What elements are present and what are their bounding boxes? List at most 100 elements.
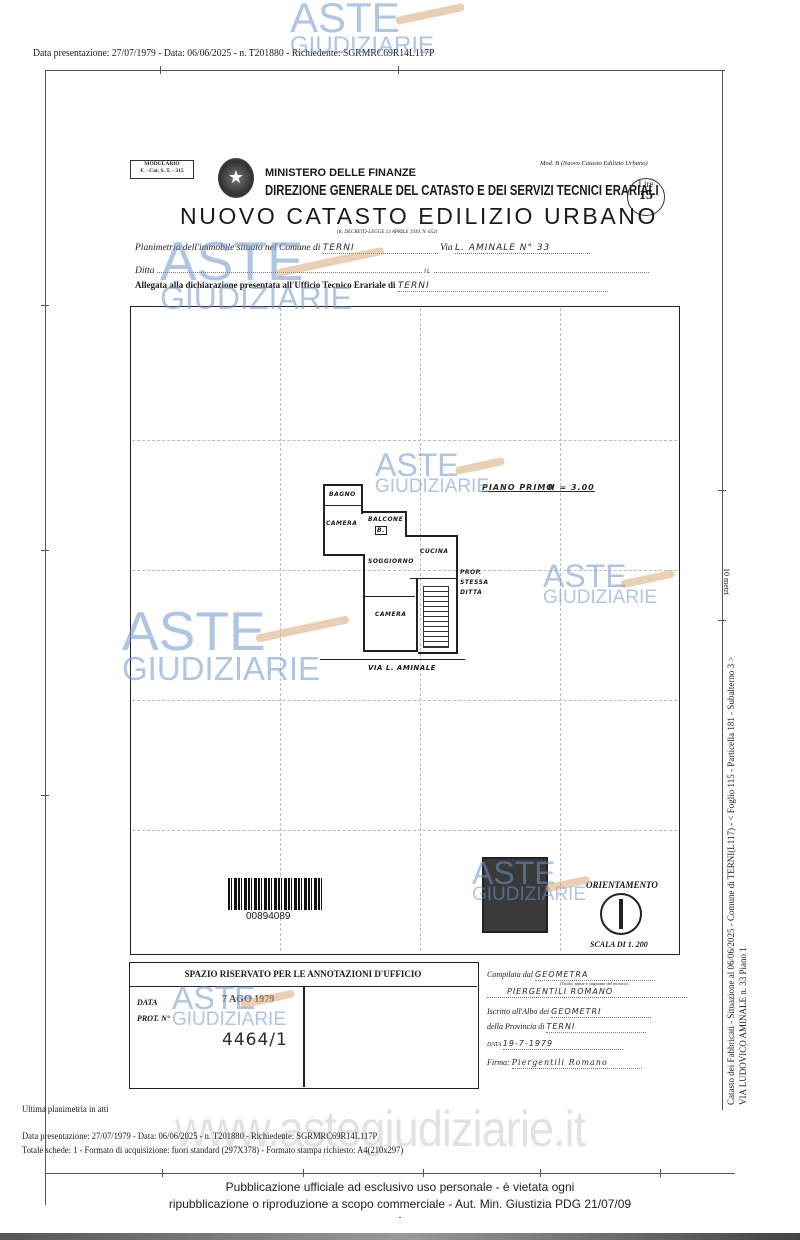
side-line-1: Catasto dei Fabbricati - Situazione al 0… — [726, 656, 736, 1106]
frame-right — [722, 70, 723, 1110]
scale-note: 10 metri — [722, 568, 731, 595]
watermark-line: GIUDIZIARIE — [160, 279, 353, 316]
grid-line — [132, 440, 677, 441]
watermark-line: GIUDIZIARIE — [122, 649, 321, 687]
frame-tick — [423, 1169, 424, 1177]
compilata-title-value: GEOMETRA — [535, 970, 656, 981]
room-soggiorno: SOGGIORNO — [368, 558, 414, 565]
scale-label: SCALA DI 1. 200 — [590, 940, 648, 949]
compilata-row: Compilata dal GEOMETRA — [487, 970, 656, 981]
side-cadastral-info: Catasto dei Fabbricati - Situazione al 0… — [725, 657, 749, 1106]
modulario-code: F. - Cat. S. T. - 315 — [140, 168, 184, 174]
provincia-row: della Provincia di TERNI — [487, 1022, 647, 1033]
watermark-url: www.astegiudiziarie.it — [175, 1101, 586, 1157]
frame-tick — [303, 1169, 304, 1177]
frame-tick — [718, 490, 726, 491]
decree-ref: (R. DECRETO-LEGGE 13 APRILE 1939, N. 652… — [337, 230, 438, 235]
planimetria-label: Planimetria dell'immobile situato nel Co… — [135, 243, 321, 253]
floor-plan-area — [130, 306, 680, 955]
grid-line — [420, 308, 421, 951]
annot-prot-value: 4464/1 — [222, 1030, 288, 1050]
compilata-label: Compilata dal — [487, 970, 534, 979]
publication-notice-2: ripubblicazione o riproduzione a scopo c… — [168, 1197, 632, 1211]
watermark-line: GIUDIZIARIE — [472, 884, 587, 906]
room-balcone: BALCONE — [368, 516, 404, 523]
frame-bottom — [45, 1173, 735, 1174]
via-value: L. AMINALE N° 33 — [455, 243, 591, 254]
watermark-line: ASTE — [122, 600, 266, 662]
watermark-line: GIUDIZIARIE — [172, 1009, 287, 1031]
firma-label: Firma: — [487, 1058, 510, 1067]
albo-label: Iscritto all'Albo dei — [487, 1007, 550, 1016]
header-meta: Data presentazione: 27/07/1979 - Data: 0… — [33, 48, 435, 59]
grid-line — [132, 570, 677, 571]
barcode — [228, 878, 323, 910]
albo-row: Iscritto all'Albo dei GEOMETRI — [487, 1007, 652, 1018]
stamp-duty-label: Lire — [638, 179, 654, 189]
floor-label: PIANO PRIMO — [482, 483, 555, 492]
watermark-line: ASTE — [290, 0, 400, 41]
orientation-label: ORIENTAMENTO — [586, 880, 658, 890]
frame-top — [45, 70, 725, 71]
room-camera-2: CAMERA — [375, 611, 407, 618]
ditta-mark: IL — [424, 268, 432, 275]
frame-left — [45, 70, 46, 1205]
height-label: H = 3.00 — [548, 483, 595, 492]
barcode-number: 00894089 — [246, 911, 291, 922]
room-camera-1: CAMERA — [326, 520, 358, 527]
annot-prot-label: PROT. N° — [137, 1014, 171, 1023]
frame-tick — [41, 305, 49, 306]
street-label: VIA L. AMINALE — [368, 664, 436, 672]
publication-notice-1: Pubblicazione ufficiale ad esclusivo uso… — [225, 1180, 575, 1194]
frame-tick — [162, 1169, 163, 1177]
grid-line — [560, 308, 561, 951]
floor-plan-drawing: BAGNO CAMERA BALCONE B. CUCINA SOGGIORNO… — [320, 478, 465, 660]
modulario-box: MODULARIO F. - Cat. S. T. - 315 — [130, 160, 194, 179]
allegata-row: Allegata alla dichiarazione presentata a… — [135, 280, 608, 292]
stamp-duty-value: 15 — [639, 188, 653, 203]
footer-meta: Data presentazione: 27/07/1979 - Data: 0… — [22, 1132, 378, 1142]
north-arrow-icon — [600, 893, 642, 935]
annot-data-label: DATA — [137, 998, 158, 1007]
room-cucina: CUCINA — [420, 548, 449, 555]
ultima-planimetria: Ultima planimetria in atti — [22, 1105, 109, 1115]
wc-label: B. — [375, 526, 387, 535]
compilata-date-value: 19-7-1979 — [502, 1039, 623, 1050]
ditta-field-cont — [433, 262, 649, 273]
provincia-value: TERNI — [546, 1022, 647, 1033]
provincia-label: della Provincia di — [487, 1022, 545, 1031]
via-label: Via — [440, 243, 453, 253]
neighbor-label: PROP. STESSA DITTA — [460, 568, 489, 598]
italian-emblem-icon: ★ — [218, 158, 254, 198]
ditta-label: Ditta — [135, 266, 155, 276]
compilata-date-row: DATA 19-7-1979 — [487, 1039, 623, 1050]
watermark-line: ASTE — [172, 980, 256, 1016]
watermark-line: GIUDIZIARIE — [375, 476, 490, 498]
neighbor-line: STESSA — [460, 579, 489, 586]
compilata-date-label: DATA — [487, 1042, 502, 1048]
annotations-box — [129, 962, 479, 1089]
compilata-hint: (Titolo, nome e cognome del tecnico) — [560, 981, 628, 986]
watermark-line: ASTE — [543, 558, 627, 594]
albo-value: GEOMETRI — [551, 1007, 652, 1018]
frame-tick — [41, 795, 49, 796]
footer-schede: Totale schede: 1 - Formato di acquisizio… — [22, 1146, 404, 1156]
neighbor-line: PROP. — [460, 569, 482, 576]
frame-tick — [41, 550, 49, 551]
compilata-name-value: PIERGENTILI ROMANO — [487, 987, 687, 998]
grid-line — [132, 700, 677, 701]
annotations-divider — [303, 986, 305, 1087]
neighbor-line: DITTA — [460, 589, 483, 596]
watermark-line: ASTE — [472, 855, 556, 891]
ufficio-value: TERNI — [397, 281, 608, 292]
room-bagno: BAGNO — [329, 491, 356, 498]
stamp-duty-badge: Lire 15 — [627, 178, 665, 216]
watermark-line: GIUDIZIARIE — [290, 31, 435, 59]
revenue-stamp — [482, 857, 548, 933]
watermark-line: GIUDIZIARIE — [543, 587, 658, 609]
